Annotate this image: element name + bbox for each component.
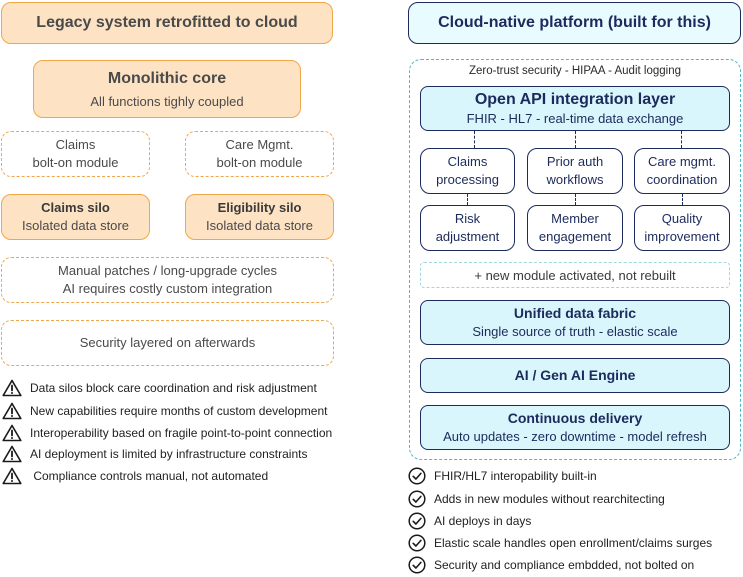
module-line2: workflows: [546, 172, 604, 187]
module-risk-adjustment: Risk adjustment: [420, 205, 515, 251]
continuous-delivery-title: Continuous delivery: [507, 410, 643, 426]
data-fabric-subtitle: Single source of truth - elastic scale: [472, 324, 678, 339]
module-line2: improvement: [644, 229, 720, 244]
warning-icon: [2, 424, 22, 442]
benefit-item: FHIR/HL7 interopability built-in: [408, 466, 597, 486]
warning-item: AI deployment is limited by infrastructu…: [2, 444, 307, 464]
connector-line: [681, 131, 682, 148]
continuous-delivery: Continuous delivery Auto updates - zero …: [420, 405, 730, 450]
module-member-engagement: Member engagement: [527, 205, 623, 251]
cloud-native-title-text: Cloud-native platform (built for this): [438, 14, 711, 31]
module-line2: processing: [436, 172, 499, 187]
benefit-item: Elastic scale handles open enrollment/cl…: [408, 533, 712, 553]
warning-icon: [2, 379, 22, 397]
legacy-title-text: Legacy system retrofitted to cloud: [36, 14, 298, 31]
continuous-delivery-subtitle: Auto updates - zero downtime - model ref…: [443, 429, 707, 444]
module-line2: engagement: [538, 229, 612, 244]
benefit-text: FHIR/HL7 interopability built-in: [434, 469, 597, 483]
monolithic-core-subtitle: All functions tighly coupled: [90, 93, 244, 109]
ai-engine-text: AI / Gen AI Engine: [514, 367, 636, 383]
care-mgmt-bolt-on-line1: Care Mgmt.: [225, 137, 294, 152]
benefit-text: Security and compliance embdded, not bol…: [434, 558, 695, 572]
warning-icon: [2, 445, 22, 463]
eligibility-silo-subtitle: Isolated data store: [206, 218, 313, 233]
warning-item: Compliance controls manual, not automate…: [2, 466, 268, 486]
security-banner: Zero-trust security - HIPAA - Audit logg…: [469, 65, 681, 77]
warning-icon: [2, 402, 22, 420]
check-circle-icon: [408, 490, 426, 508]
warning-text: Compliance controls manual, not automate…: [30, 469, 269, 483]
connector-line: [474, 131, 475, 148]
module-line2: adjustment: [435, 229, 500, 244]
legacy-title: Legacy system retrofitted to cloud: [1, 2, 333, 44]
module-line1: Risk: [454, 211, 481, 226]
claims-silo-subtitle: Isolated data store: [22, 218, 129, 233]
monolithic-core: Monolithic core All functions tighly cou…: [33, 60, 301, 118]
check-circle-icon: [408, 556, 426, 574]
warning-text: AI deployment is limited by infrastructu…: [30, 447, 308, 461]
warning-item: Data silos block care coordination and r…: [2, 378, 317, 398]
benefit-text: AI deploys in days: [434, 514, 532, 528]
eligibility-silo-title: Eligibility silo: [217, 200, 302, 215]
data-fabric-title: Unified data fabric: [513, 305, 637, 321]
warning-item: New capabilities require months of custo…: [2, 401, 327, 421]
module-prior-auth: Prior auth workflows: [527, 148, 623, 194]
connector-line: [682, 194, 683, 205]
claims-silo-title: Claims silo: [41, 200, 110, 215]
care-mgmt-bolt-on-line2: bolt-on module: [216, 155, 303, 170]
check-circle-icon: [408, 467, 426, 485]
security-afterwards-box: Security layered on afterwards: [1, 320, 334, 366]
manual-patches-box: Manual patches / long-upgrade cycles AI …: [1, 257, 334, 303]
manual-patches-line1: Manual patches / long-upgrade cycles: [58, 263, 277, 278]
benefit-text: Elastic scale handles open enrollment/cl…: [434, 536, 713, 550]
open-api-layer-title: Open API integration layer: [474, 90, 676, 108]
warning-icon: [2, 467, 22, 485]
module-line1: Prior auth: [546, 154, 604, 169]
warning-text: New capabilities require months of custo…: [30, 404, 328, 418]
check-circle-icon: [408, 512, 426, 530]
module-line2: coordination: [646, 172, 718, 187]
warning-text: Interoperability based on fragile point-…: [30, 426, 333, 440]
connector-line: [467, 194, 468, 205]
monolithic-core-title: Monolithic core: [107, 69, 227, 87]
open-api-layer-subtitle: FHIR - HL7 - real-time data exchange: [466, 110, 684, 126]
module-line1: Member: [551, 211, 599, 226]
benefit-text: Adds in new modules without rearchitecti…: [434, 492, 665, 506]
benefit-item: AI deploys in days: [408, 511, 531, 531]
security-afterwards-text: Security layered on afterwards: [79, 335, 256, 350]
open-api-layer: Open API integration layer FHIR - HL7 - …: [420, 86, 730, 131]
new-module-box: + new module activated, not rebuilt: [420, 262, 730, 288]
manual-patches-line2: AI requires costly custom integration: [62, 281, 273, 296]
benefit-item: Security and compliance embdded, not bol…: [408, 555, 694, 575]
warning-text: Data silos block care coordination and r…: [30, 381, 317, 395]
unified-data-fabric: Unified data fabric Single source of tru…: [420, 300, 730, 345]
cloud-platform-frame: [409, 59, 741, 460]
module-claims-processing: Claims processing: [420, 148, 515, 194]
claims-bolt-on-line2: bolt-on module: [32, 155, 119, 170]
module-line1: Care mgmt.: [648, 154, 716, 169]
claims-bolt-on-line1: Claims: [55, 137, 96, 152]
new-module-text: + new module activated, not rebuilt: [474, 267, 676, 283]
cloud-native-title: Cloud-native platform (built for this): [408, 2, 741, 44]
claims-silo: Claims silo Isolated data store: [1, 194, 150, 240]
connector-line: [575, 194, 576, 205]
eligibility-silo: Eligibility silo Isolated data store: [185, 194, 334, 240]
module-line1: Claims: [447, 154, 488, 169]
care-mgmt-bolt-on-module: Care Mgmt. bolt-on module: [185, 131, 334, 177]
check-circle-icon: [408, 534, 426, 552]
warning-item: Interoperability based on fragile point-…: [2, 423, 332, 443]
claims-bolt-on-module: Claims bolt-on module: [1, 131, 150, 177]
benefit-item: Adds in new modules without rearchitecti…: [408, 489, 665, 509]
connector-line: [575, 131, 576, 148]
module-quality-improvement: Quality improvement: [634, 205, 730, 251]
module-line1: Quality: [661, 211, 703, 226]
ai-engine: AI / Gen AI Engine: [420, 358, 730, 393]
module-care-mgmt: Care mgmt. coordination: [634, 148, 730, 194]
